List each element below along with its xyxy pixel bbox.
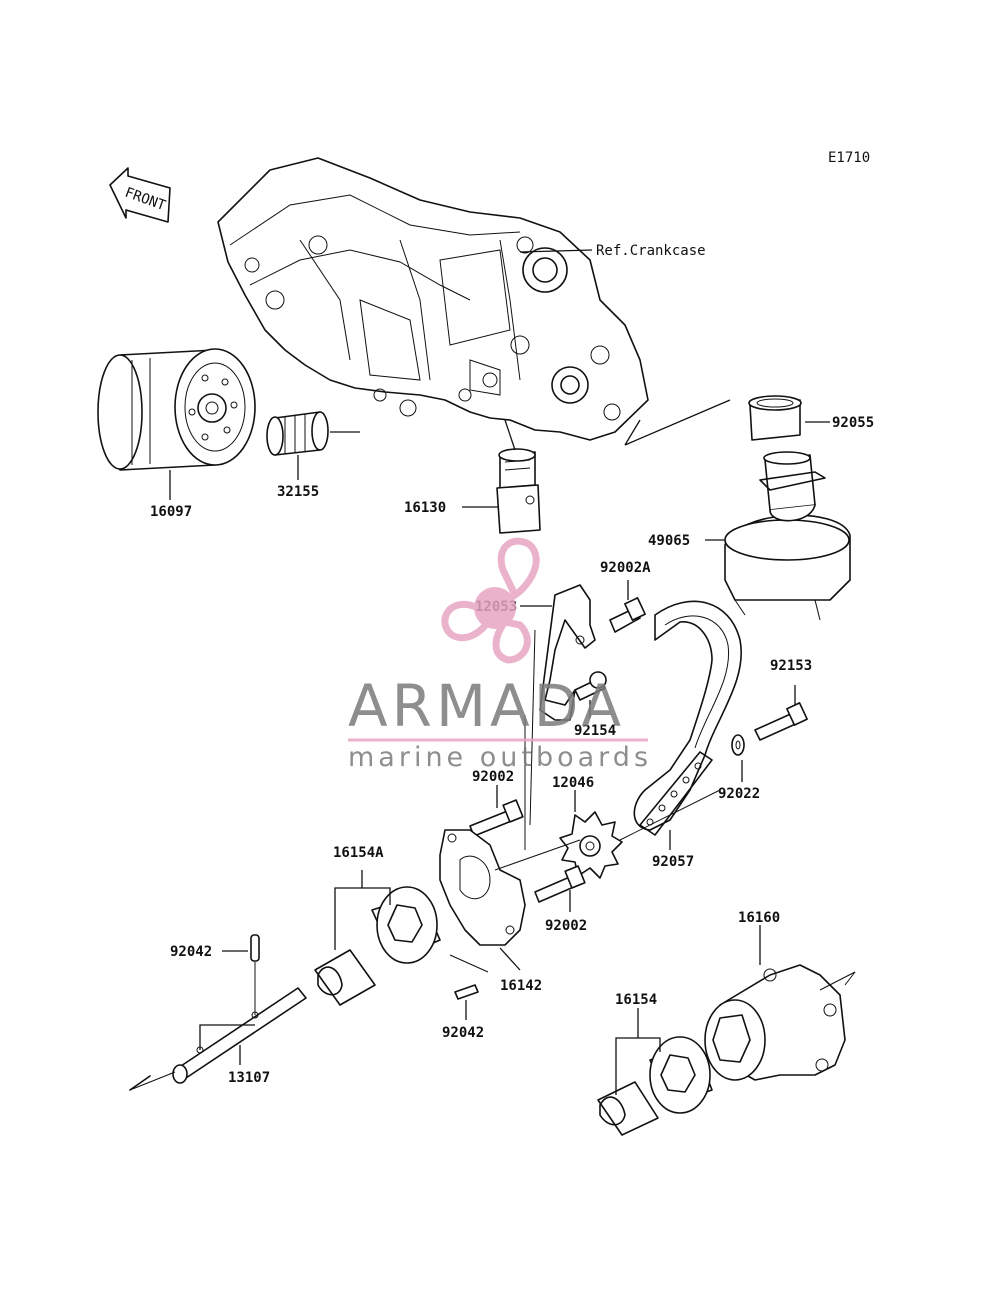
bolt-92153 xyxy=(754,702,808,741)
part-label-92002-bottom: 92002 xyxy=(545,918,587,934)
oil-pipe-16130 xyxy=(496,448,541,534)
rotor-set-16154a xyxy=(314,886,441,1006)
bolt-92154 xyxy=(574,671,607,701)
oil-screen-49065 xyxy=(724,451,851,621)
part-label-16154a: 16154A xyxy=(333,845,384,861)
part-label-16130: 16130 xyxy=(404,500,446,516)
part-label-49065: 49065 xyxy=(648,533,690,549)
part-label-16097: 16097 xyxy=(150,504,192,520)
diagram-code: E1710 xyxy=(828,150,870,166)
chain-92057 xyxy=(633,600,742,836)
chain-guide-12053 xyxy=(539,584,596,721)
crankcase-drawing xyxy=(217,157,649,441)
shaft-13107 xyxy=(129,987,307,1091)
part-label-32155: 32155 xyxy=(277,484,319,500)
watermark-subtitle: marine outboards xyxy=(348,742,653,773)
reference-label: Ref.Crankcase xyxy=(596,243,706,259)
pin-92042-bottom xyxy=(454,984,479,1000)
washer-92022 xyxy=(731,734,745,756)
part-label-12046: 12046 xyxy=(552,775,594,791)
part-label-92055: 92055 xyxy=(832,415,874,431)
part-label-92022: 92022 xyxy=(718,786,760,802)
part-label-16142: 16142 xyxy=(500,978,542,994)
pipe-fitting-32155 xyxy=(266,411,329,456)
oil-filter-16097 xyxy=(97,348,256,471)
part-label-16154: 16154 xyxy=(615,992,657,1008)
watermark-logo xyxy=(348,537,648,742)
sprocket-12046 xyxy=(559,811,623,879)
part-label-92154: 92154 xyxy=(574,723,616,739)
front-arrow-icon: FRONT xyxy=(109,167,171,223)
pin-92042-top xyxy=(250,934,260,962)
part-label-13107: 13107 xyxy=(228,1070,270,1086)
front-label: FRONT xyxy=(123,185,169,215)
part-label-92042-bottom: 92042 xyxy=(442,1025,484,1041)
part-label-92057: 92057 xyxy=(652,854,694,870)
part-label-92002-top: 92002 xyxy=(472,769,514,785)
plug-92055 xyxy=(748,395,802,441)
bolt-92002-top xyxy=(469,799,524,837)
bolt-92002-bottom xyxy=(534,865,586,903)
pump-cover-16160 xyxy=(704,964,856,1081)
bolt-92002a xyxy=(609,597,646,633)
part-label-92042-top: 92042 xyxy=(170,944,212,960)
rotor-set-16154 xyxy=(597,1036,713,1136)
part-label-92153: 92153 xyxy=(770,658,812,674)
part-label-16160: 16160 xyxy=(738,910,780,926)
watermark-title: ARMADA xyxy=(348,672,626,740)
part-label-92002a: 92002A xyxy=(600,560,651,576)
pump-body-16142 xyxy=(439,629,536,946)
